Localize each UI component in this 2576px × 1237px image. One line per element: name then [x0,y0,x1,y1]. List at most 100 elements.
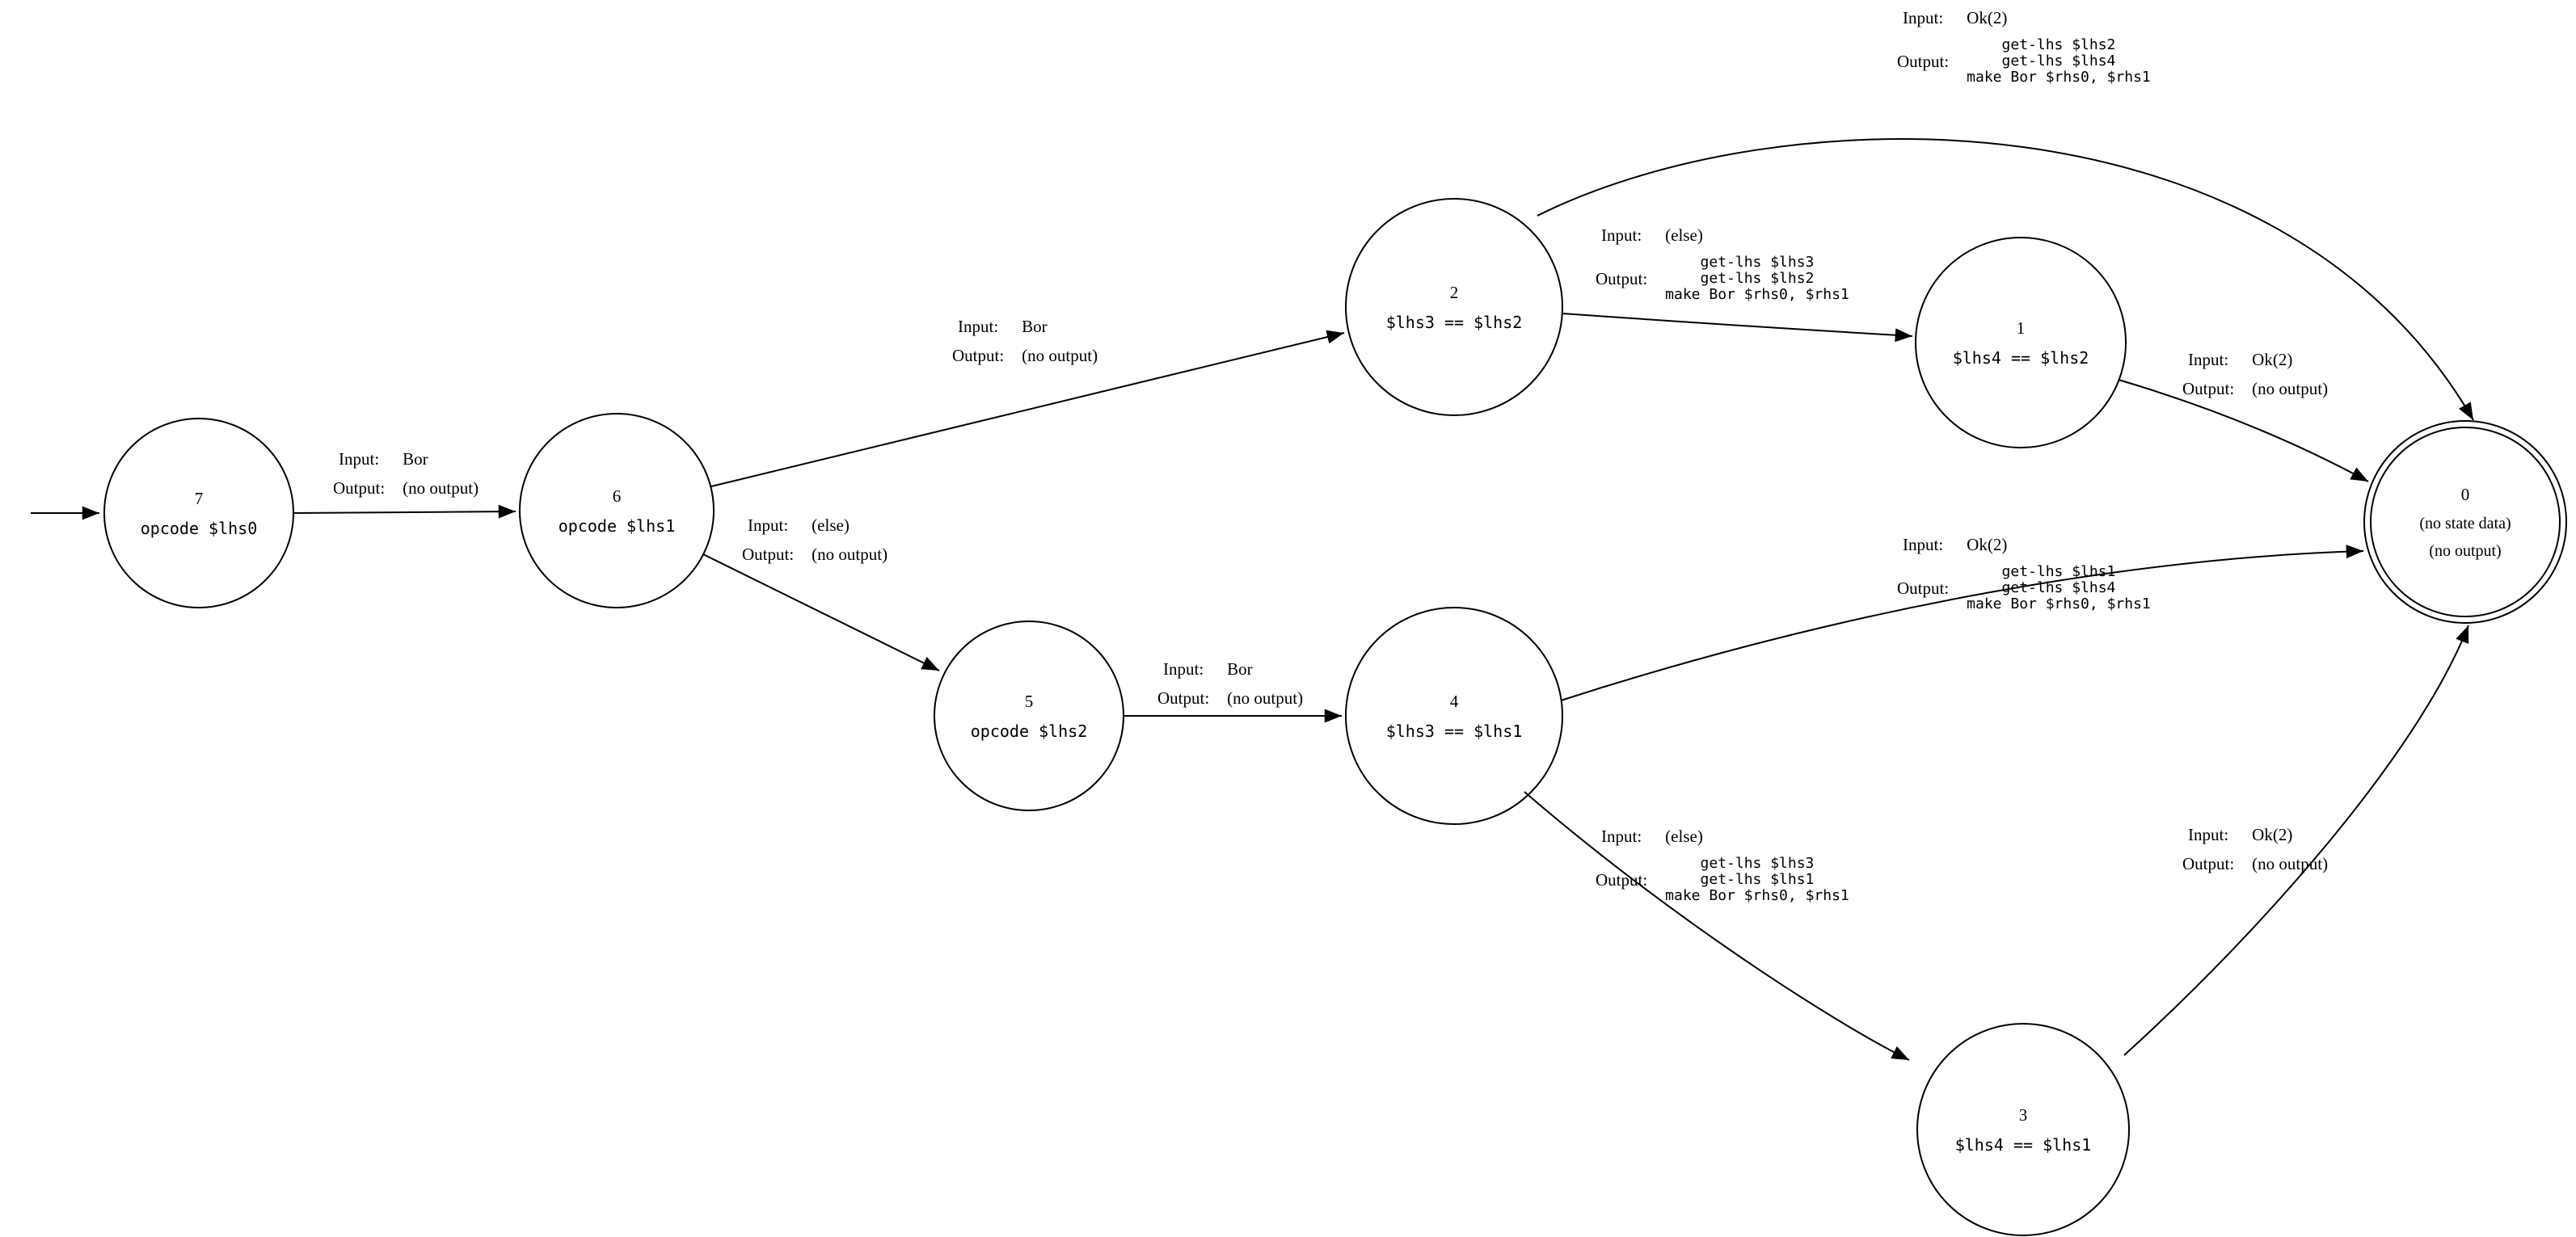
input-key: Input: [339,449,380,469]
output-value: (no output) [2252,379,2329,398]
output-action-line: make Bor $rhs0, $rhs1 [1967,595,2151,612]
input-value: Ok(2) [1967,8,2008,27]
edge-label-7-6: Input: Bor Output: (no output) [333,449,479,498]
node-3-label: 3 $lhs4 == $lhs1 [1955,1100,2092,1159]
node-0-inner-circle [2370,427,2561,617]
node-0-sublabel-1: (no state data) [2419,515,2511,532]
node-1-sublabel: $lhs4 == $lhs2 [1952,348,2089,368]
node-7-id: 7 [194,489,204,508]
node-0-sublabel-2: (no output) [2429,542,2502,560]
node-2-id: 2 [1449,283,1459,302]
output-key: Output: [333,478,386,498]
edge-label-6-5: Input: (else) Output: (no output) [742,515,887,564]
node-0-id: 0 [2460,485,2470,504]
node-3-circle [1916,1023,2130,1236]
node-6-circle [519,413,715,608]
output-key: Output: [1157,688,1210,708]
edge-7-6 [293,504,516,519]
output-action-line: make Bor $rhs0, $rhs1 [1967,69,2151,86]
node-0-label: 0 (no state data) (no output) [2419,479,2511,565]
output-key: Output: [952,346,1005,365]
node-2-circle [1345,198,1563,416]
output-key: Output: [1897,52,1950,71]
output-action-line: get-lhs $lhs4 [2001,53,2116,69]
output-action-line: get-lhs $lhs3 [1700,254,1815,271]
output-action-line: get-lhs $lhs3 [1700,855,1815,872]
output-actions: get-lhs $lhs1 get-lhs $lhs4 make Bor $rh… [1967,564,2151,612]
output-action-line: make Bor $rhs0, $rhs1 [1665,887,1849,904]
node-1-circle [1915,237,2127,448]
input-value: Ok(2) [1967,535,2008,554]
node-2-label: 2 $lhs3 == $lhs2 [1386,277,1523,337]
output-action-line: get-lhs $lhs1 [1700,871,1815,888]
output-action-line: get-lhs $lhs4 [2001,579,2116,596]
edge-label-4-3: Input: (else) Output: get-lhs $lhs3 get-… [1596,827,1849,904]
node-0-outer-circle [2363,420,2567,624]
output-value: (no output) [2252,854,2329,873]
node-5-id: 5 [1024,692,1034,711]
node-5-sublabel: opcode $lhs2 [970,722,1088,741]
input-value: Bor [1022,317,1048,336]
input-value: (else) [812,515,850,535]
output-value: (no output) [1227,688,1304,708]
node-6-sublabel: opcode $lhs1 [558,516,676,536]
node-3-id: 3 [2018,1105,2028,1125]
input-value: Ok(2) [2252,350,2293,369]
output-action-line: make Bor $rhs0, $rhs1 [1665,286,1849,303]
edge-2-1 [1562,313,1913,343]
node-4-circle [1345,607,1563,825]
node-5-label: 5 opcode $lhs2 [971,686,1088,746]
input-value: Ok(2) [2252,825,2293,844]
input-value: Bor [1227,659,1253,679]
edge-3-0 [2123,625,2469,1056]
node-6-id: 6 [612,486,622,506]
node-6-label: 6 opcode $lhs1 [559,481,676,541]
node-1-id: 1 [2016,318,2026,338]
input-key: Input: [1163,659,1204,679]
edge-label-2-0: Input: Ok(2) Output: get-lhs $lhs2 get-l… [1897,8,2151,86]
input-key: Input: [748,515,789,535]
edge-label-6-2: Input: Bor Output: (no output) [952,317,1098,365]
edge-label-4-0: Input: Ok(2) Output: get-lhs $lhs1 get-l… [1897,535,2151,612]
output-key: Output: [1596,269,1648,288]
output-value: (no output) [1022,346,1098,365]
edge-label-2-1: Input: (else) Output: get-lhs $lhs3 get-… [1596,225,1849,303]
node-4-sublabel: $lhs3 == $lhs1 [1385,722,1523,741]
input-value: (else) [1665,225,1703,245]
output-key: Output: [2182,854,2235,873]
output-actions: get-lhs $lhs3 get-lhs $lhs1 make Bor $rh… [1665,856,1849,904]
edge-label-1-0: Input: Ok(2) Output: (no output) [2182,350,2328,398]
node-2-sublabel: $lhs3 == $lhs2 [1385,313,1523,332]
edge-6-5 [702,553,940,671]
output-key: Output: [1596,870,1648,890]
output-value: (no output) [403,478,479,498]
output-actions: get-lhs $lhs3 get-lhs $lhs2 make Bor $rh… [1665,255,1849,303]
input-key: Input: [2188,825,2229,844]
input-key: Input: [2188,350,2229,369]
edge-6-2 [710,330,1345,487]
output-value: (no output) [812,545,888,564]
output-key: Output: [742,545,795,564]
node-4-label: 4 $lhs3 == $lhs1 [1386,686,1523,746]
edge-label-5-4: Input: Bor Output: (no output) [1157,659,1303,708]
edge-4-0 [1560,545,2364,701]
edge-4-3 [1524,791,1910,1061]
output-key: Output: [2182,379,2235,398]
output-action-line: get-lhs $lhs2 [1700,270,1815,287]
edge-2-0 [1537,138,2474,421]
node-7-sublabel: opcode $lhs0 [140,519,258,538]
input-value: Bor [403,449,428,469]
edge-1-0 [2118,379,2369,482]
node-3-sublabel: $lhs4 == $lhs1 [1954,1135,2092,1155]
input-key: Input: [1601,827,1642,846]
edge-label-3-0: Input: Ok(2) Output: (no output) [2182,825,2328,873]
output-action-line: get-lhs $lhs1 [2001,563,2116,580]
input-key: Input: [958,317,999,336]
output-actions: get-lhs $lhs2 get-lhs $lhs4 make Bor $rh… [1967,37,2151,86]
input-key: Input: [1903,535,1944,554]
input-key: Input: [1601,225,1642,245]
input-key: Input: [1903,8,1944,27]
output-action-line: get-lhs $lhs2 [2001,36,2116,53]
